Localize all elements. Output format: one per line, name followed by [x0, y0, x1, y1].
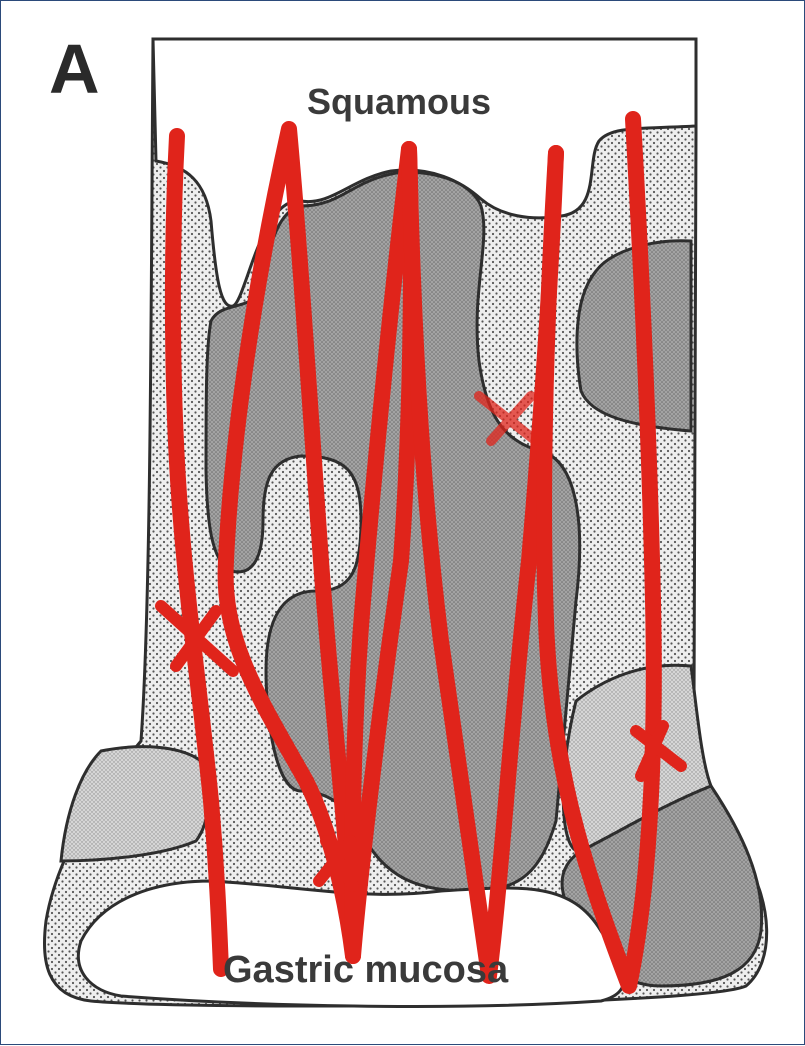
squamous-label: Squamous — [307, 81, 491, 123]
gastric-mucosa-label: Gastric mucosa — [223, 949, 508, 992]
light-mucosa-lower-left — [61, 747, 208, 861]
panel-letter: A — [49, 29, 98, 109]
